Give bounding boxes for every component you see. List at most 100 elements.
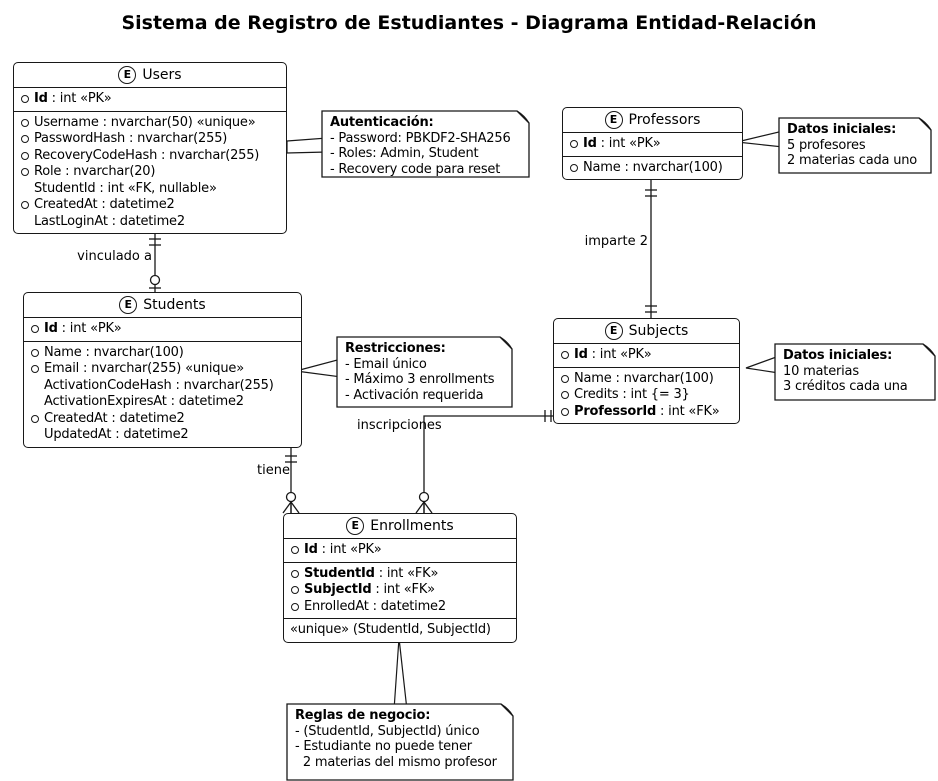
entity-icon: E (118, 66, 137, 84)
entity-students-section-0: Id : int «PK» (24, 318, 301, 342)
entity-professors-section-0: Id : int «PK» (563, 133, 742, 157)
field-marker-icon (21, 151, 29, 160)
note-line: - Email único (345, 356, 427, 372)
field-row: Id : int «PK» (569, 136, 736, 153)
note-fold-icon (499, 336, 513, 350)
diagram-title: Sistema de Registro de Estudiantes - Dia… (121, 12, 817, 34)
entity-name: Subjects (628, 323, 689, 339)
field-type: : datetime2 (97, 197, 175, 212)
note-line: 2 materias del mismo profesor (295, 754, 497, 770)
field-marker-icon (561, 407, 569, 416)
field-row: LastLoginAt : datetime2 (20, 214, 280, 231)
field-marker-icon (21, 168, 29, 177)
field-row: PasswordHash : nvarchar(255) (20, 131, 280, 148)
field-type: : nvarchar(100) (81, 344, 184, 360)
entity-subjects-section-0: Id : int «PK» (554, 344, 739, 368)
cardinality-zero-circle (285, 491, 297, 503)
relationship-label-subjects-enrollments: inscripciones (357, 418, 442, 433)
field-marker-icon (31, 325, 39, 334)
field-name: Name (44, 344, 82, 360)
field-marker-icon (21, 95, 29, 104)
field-marker-icon (21, 218, 29, 226)
relationship-label-users-students: vinculado a (77, 249, 152, 264)
note-line: - Recovery code para reset (330, 161, 501, 177)
field-type: : int «PK» (587, 347, 652, 362)
field-type: : datetime2 (111, 427, 189, 442)
entity-name: Enrollments (370, 518, 454, 534)
field-type: : nvarchar(100) (620, 159, 723, 175)
field-name: Username (34, 114, 99, 130)
crowfoot-icon (290, 501, 300, 514)
field-name: StudentId (304, 565, 375, 581)
crowfoot-icon (415, 501, 425, 514)
entity-icon: E (119, 296, 138, 314)
entity-users-section-0: Id : int «PK» (14, 88, 286, 112)
field-name: EnrolledAt (304, 598, 369, 614)
note-title: Autenticación: (330, 115, 434, 130)
field-marker-icon (291, 546, 299, 555)
field-type: : nvarchar(100) (611, 370, 714, 386)
field-name: Id (304, 542, 318, 557)
field-name: CreatedAt (34, 197, 98, 212)
note-fold-icon (500, 703, 514, 717)
note-line: 2 materias cada uno (787, 153, 918, 168)
note-connector-subjects-datos (745, 355, 780, 374)
field-row: Role : nvarchar(20) (20, 164, 280, 181)
field-name: StudentId (34, 180, 96, 196)
note-shape-restricciones (336, 336, 513, 408)
field-name: ActivationCodeHash (44, 377, 172, 393)
field-marker-icon (570, 163, 578, 172)
field-marker-icon (31, 348, 39, 357)
field-name: RecoveryCodeHash (34, 147, 158, 163)
field-type: : nvarchar(255) (125, 131, 228, 146)
field-type: : datetime2 (107, 213, 185, 229)
field-marker-icon (21, 201, 29, 210)
field-type: : int «FK, nullable» (95, 180, 217, 196)
field-marker-icon (31, 414, 39, 423)
field-row: Name : nvarchar(100) (30, 345, 295, 362)
field-name: Name (583, 159, 621, 175)
note-connector-professors-datos (736, 130, 784, 148)
field-name: Id (44, 321, 58, 336)
field-row: Id : int «PK» (20, 91, 280, 108)
note-title: Reglas de negocio: (295, 708, 431, 723)
field-row: «unique» (StudentId, SubjectId) (290, 622, 510, 639)
field-name: Id (574, 347, 588, 362)
relationship-label-professors-subjects: imparte 2 (584, 234, 648, 249)
field-marker-icon (31, 431, 39, 439)
field-type: : datetime2 (166, 394, 244, 409)
field-name: Id (34, 91, 48, 106)
entity-enrollments-section-1: StudentId : int «FK»SubjectId : int «FK»… (284, 563, 516, 619)
field-type: : int «PK» (47, 91, 112, 106)
note-fold-icon (918, 117, 932, 131)
field-type: : datetime2 (368, 598, 446, 614)
field-marker-icon (31, 398, 39, 406)
entity-name: Professors (628, 112, 701, 128)
field-name: ActivationExpiresAt (44, 394, 167, 409)
field-type: : nvarchar(20) (61, 164, 156, 179)
field-row: UpdatedAt : datetime2 (30, 427, 295, 444)
field-marker-icon (21, 135, 29, 144)
note-autenticacion: Autenticación:- Password: PBKDF2-SHA256 -… (330, 115, 523, 177)
field-type: : datetime2 (107, 410, 185, 426)
field-marker-icon (291, 586, 299, 595)
field-type: «unique» (StudentId, SubjectId) (290, 622, 491, 637)
field-type: : int «FK» (371, 582, 435, 597)
field-type: : nvarchar(50) «unique» (98, 114, 256, 130)
note-connector-enrollments-reglas (393, 637, 408, 711)
field-name: SubjectId (304, 582, 372, 597)
note-line: - Password: PBKDF2-SHA256 (330, 130, 511, 146)
note-shape-datos-iniciales-materias (774, 343, 936, 401)
crowfoot-icon (423, 501, 433, 514)
field-row: CreatedAt : datetime2 (30, 411, 295, 428)
cardinality-zero-circle (418, 491, 430, 503)
field-row: Email : nvarchar(255) «unique» (30, 361, 295, 378)
field-type: : nvarchar(255) (157, 147, 260, 163)
field-row: ActivationExpiresAt : datetime2 (30, 394, 295, 411)
field-type: : int «FK» (374, 565, 439, 581)
note-line: - Estudiante no puede tener (295, 739, 472, 754)
